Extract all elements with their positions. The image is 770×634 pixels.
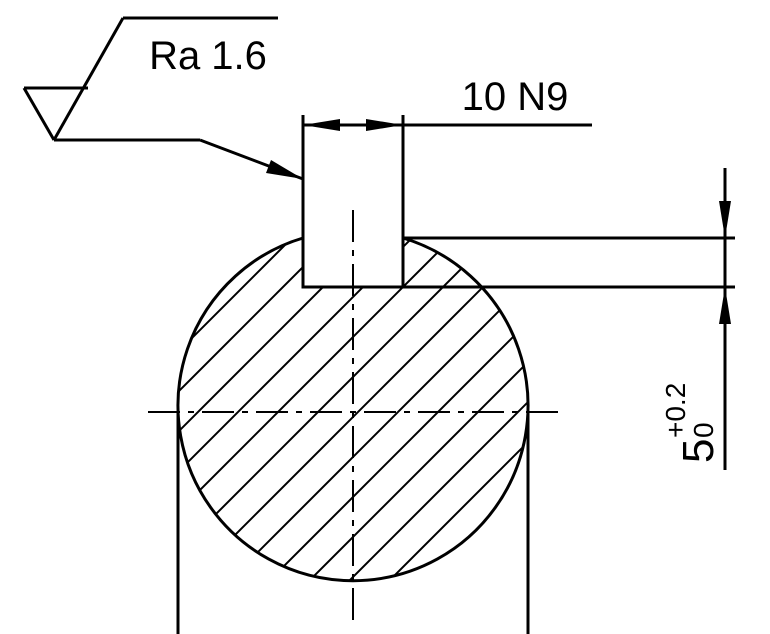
- width-arrow-right: [366, 119, 403, 131]
- width-arrow-left: [303, 119, 340, 131]
- keyway-width-label: 10 N9: [462, 75, 569, 119]
- section-hatching: [177, 238, 528, 581]
- keyway-depth-nominal: 5: [674, 439, 723, 463]
- roughness-leader-arrow: [266, 160, 303, 179]
- depth-arrow-bottom: [719, 287, 731, 324]
- roughness-label: Ra 1.6: [149, 34, 267, 78]
- keyway-width-dimension: 10 N9: [301, 75, 592, 238]
- keyway-depth-upper-tolerance: +0.2: [660, 383, 691, 438]
- surface-roughness-symbol: Ra 1.6: [22, 16, 304, 181]
- depth-arrow-top: [719, 201, 731, 238]
- keyway-depth-lower-tolerance: 0: [688, 422, 719, 438]
- keyway-depth-dimension: 5 +0.2 0: [403, 168, 735, 470]
- shaft-section-outline: [176, 235, 530, 583]
